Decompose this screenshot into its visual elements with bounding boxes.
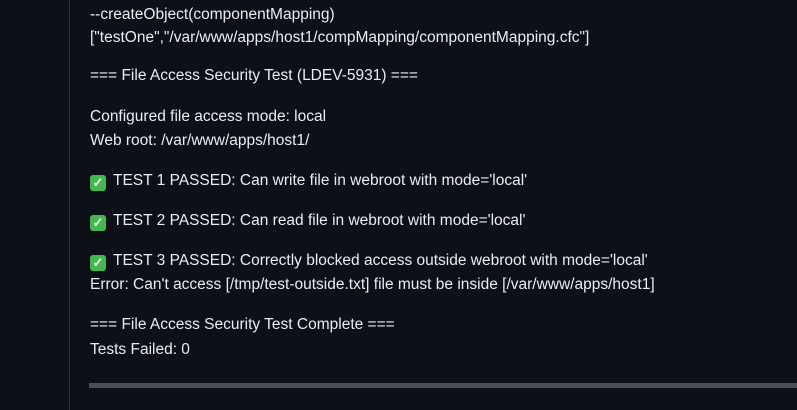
check-icon: ✓ <box>90 175 106 191</box>
output-line: Web root: /var/www/apps/host1/ <box>90 132 310 149</box>
test-result-text: TEST 1 PASSED: Can write file in webroot… <box>113 172 528 189</box>
test-result-3: ✓ TEST 3 PASSED: Correctly blocked access… <box>90 249 648 273</box>
horizontal-scrollbar[interactable] <box>89 383 797 388</box>
section-footer: === File Access Security Test Complete =… <box>90 316 395 333</box>
check-icon: ✓ <box>90 255 106 271</box>
tests-failed-count: Tests Failed: 0 <box>90 341 190 358</box>
test-result-1: ✓ TEST 1 PASSED: Can write file in webroo… <box>90 169 527 193</box>
test-result-2: ✓ TEST 2 PASSED: Can read file in webroot… <box>90 209 525 233</box>
test-result-text: TEST 3 PASSED: Correctly blocked access … <box>113 252 648 269</box>
section-header: === File Access Security Test (LDEV-5931… <box>90 67 418 84</box>
output-line: ["testOne","/var/www/apps/host1/compMapp… <box>90 29 590 46</box>
error-message: Error: Can't access [/tmp/test-outside.t… <box>90 276 655 293</box>
check-icon: ✓ <box>90 215 106 231</box>
output-line: --createObject(componentMapping) <box>90 6 335 23</box>
test-result-text: TEST 2 PASSED: Can read file in webroot … <box>113 212 526 229</box>
output-line: Configured file access mode: local <box>90 108 327 125</box>
panel-divider <box>69 0 70 410</box>
